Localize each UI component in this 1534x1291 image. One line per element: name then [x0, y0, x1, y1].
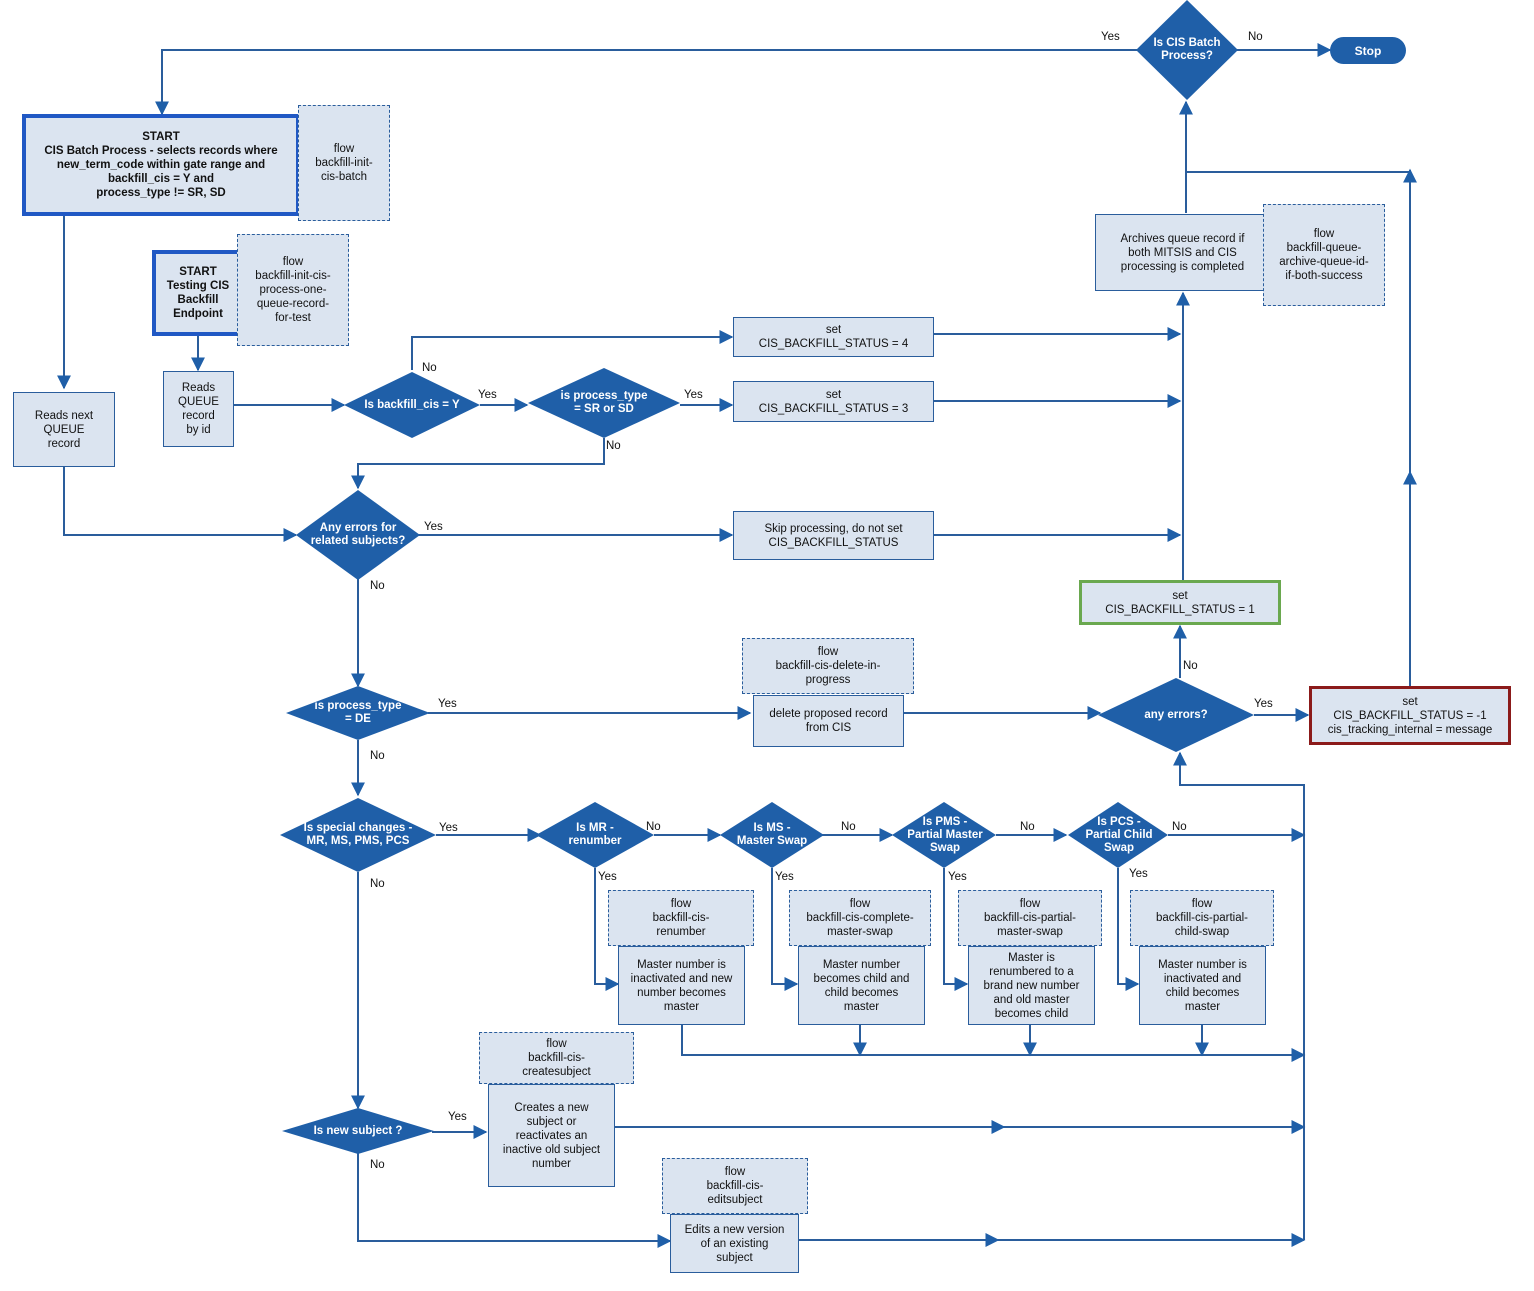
flow-editsubject-box: flow backfill-cis- editsubject [662, 1158, 808, 1214]
label-backfill-yes: Yes [478, 389, 497, 401]
reads-by-id-box: Reads QUEUE record by id [163, 371, 234, 447]
label-special-yes: Yes [439, 822, 458, 834]
flow-init-batch-box: flow backfill-init- cis-batch [298, 105, 390, 221]
decision-new-subject-diamond [282, 1108, 434, 1154]
edge-ms-yes [771, 868, 799, 991]
complete-master-swap-box: Master number becomes child and child be… [798, 946, 925, 1025]
flow-partial-master-swap-box: flow backfill-cis-partial- master-swap [958, 890, 1102, 946]
decision-ms-diamond [720, 802, 824, 868]
label-ptype-yes: Yes [684, 389, 703, 401]
edge-ptype-no [351, 438, 605, 490]
renumber-box: Master number is inactivated and new num… [618, 946, 745, 1025]
decision-pms-diamond [892, 802, 996, 868]
set-status-1-box: set CIS_BACKFILL_STATUS = 1 [1079, 580, 1281, 625]
partial-master-swap-box: Master is renumbered to a brand new numb… [968, 946, 1095, 1025]
decision-batch-diamond [1136, 0, 1238, 100]
flow-renumber-box: flow backfill-cis- renumber [608, 890, 754, 946]
decision-backfill-diamond [344, 372, 480, 438]
label-de-yes: Yes [438, 698, 457, 710]
decision-pcs-diamond [1068, 802, 1168, 868]
label-errors-related-no: No [370, 580, 385, 592]
label-de-no: No [370, 750, 385, 762]
edge-special-merge [681, 1024, 1306, 1062]
decision-any-errors-label: any errors? [1144, 708, 1208, 721]
decision-pcs-label: Is PCS - Partial Child Swap [1085, 815, 1153, 854]
flow-init-test-box: flow backfill-init-cis- process-one- que… [237, 234, 349, 346]
edge-readsnext-errors [63, 467, 298, 542]
flow-partial-child-swap-box: flow backfill-cis-partial- child-swap [1130, 890, 1274, 946]
label-errors-related-yes: Yes [424, 521, 443, 533]
edge-new-no [357, 1152, 672, 1248]
decision-mr-diamond [536, 802, 654, 868]
archives-box: Archives queue record if both MITSIS and… [1095, 214, 1270, 291]
set-status-3-box: set CIS_BACKFILL_STATUS = 3 [733, 381, 934, 422]
flow-delete-box: flow backfill-cis-delete-in- progress [742, 638, 914, 694]
label-mr-yes: Yes [598, 871, 617, 883]
label-mr-no: No [646, 821, 661, 833]
skip-processing-box: Skip processing, do not set CIS_BACKFILL… [733, 511, 934, 560]
create-subject-box: Creates a new subject or reactivates an … [488, 1084, 615, 1187]
label-pcs-no: No [1172, 821, 1187, 833]
reads-next-box: Reads next QUEUE record [13, 392, 115, 467]
label-anyerr-yes: Yes [1254, 698, 1273, 710]
start-test-box: START Testing CIS Backfill Endpoint [152, 250, 244, 336]
label-ptype-no: No [606, 440, 621, 452]
label-new-yes: Yes [448, 1111, 467, 1123]
edit-subject-box: Edits a new version of an existing subje… [670, 1214, 799, 1273]
edge-batch-yes [155, 49, 1138, 116]
decision-any-errors-diamond [1098, 678, 1254, 752]
edge-backfill-no [411, 330, 734, 370]
label-batch-yes: Yes [1101, 31, 1120, 43]
decision-ms-label: Is MS - Master Swap [736, 822, 808, 847]
decision-backfill-label: Is backfill_cis = Y [364, 398, 460, 411]
decision-ptype-srsd-diamond [528, 368, 680, 438]
set-status-4-box: set CIS_BACKFILL_STATUS = 4 [733, 317, 934, 357]
decision-ptype-srsd-label: is process_type = SR or SD [560, 390, 648, 415]
decision-special-label: Is special changes - MR, MS, PMS, PCS [303, 822, 413, 847]
delete-box: delete proposed record from CIS [753, 695, 904, 747]
label-pcs-yes: Yes [1129, 868, 1148, 880]
edge-pms-yes [943, 868, 969, 991]
decision-errors-related-diamond [296, 490, 420, 580]
start-batch-box: START CIS Batch Process - selects record… [22, 114, 300, 216]
set-status-error-box: set CIS_BACKFILL_STATUS = -1 cis_trackin… [1309, 686, 1511, 745]
flow-archive-box: flow backfill-queue- archive-queue-id- i… [1263, 204, 1385, 306]
label-pms-yes: Yes [948, 871, 967, 883]
decision-pms-label: Is PMS - Partial Master Swap [907, 815, 983, 854]
label-ms-no: No [841, 821, 856, 833]
decision-errors-related-label: Any errors for related subjects? [310, 522, 406, 547]
label-batch-no: No [1248, 31, 1263, 43]
flow-createsubject-box: flow backfill-cis- createsubject [479, 1032, 634, 1084]
edge-pcs-yes [1117, 868, 1140, 991]
edge-bottom-rail [1173, 751, 1305, 1240]
label-anyerr-no: No [1183, 660, 1198, 672]
decision-mr-label: Is MR - renumber [568, 822, 622, 847]
label-backfill-no: No [422, 362, 437, 374]
decision-ptype-de-label: is process_type = DE [314, 700, 402, 725]
flow-complete-master-swap-box: flow backfill-cis-complete- master-swap [789, 890, 931, 946]
decision-new-subject-label: Is new subject ? [313, 1124, 403, 1137]
partial-child-swap-box: Master number is inactivated and child b… [1139, 946, 1266, 1025]
stop-terminal: Stop [1330, 37, 1406, 64]
label-special-no: No [370, 878, 385, 890]
label-new-no: No [370, 1159, 385, 1171]
decision-ptype-de-diamond [286, 686, 430, 740]
label-pms-no: No [1020, 821, 1035, 833]
edge-mr-yes [594, 868, 620, 991]
label-ms-yes: Yes [775, 871, 794, 883]
decision-special-diamond [280, 798, 436, 872]
decision-batch-label: Is CIS Batch Process? [1153, 37, 1221, 62]
